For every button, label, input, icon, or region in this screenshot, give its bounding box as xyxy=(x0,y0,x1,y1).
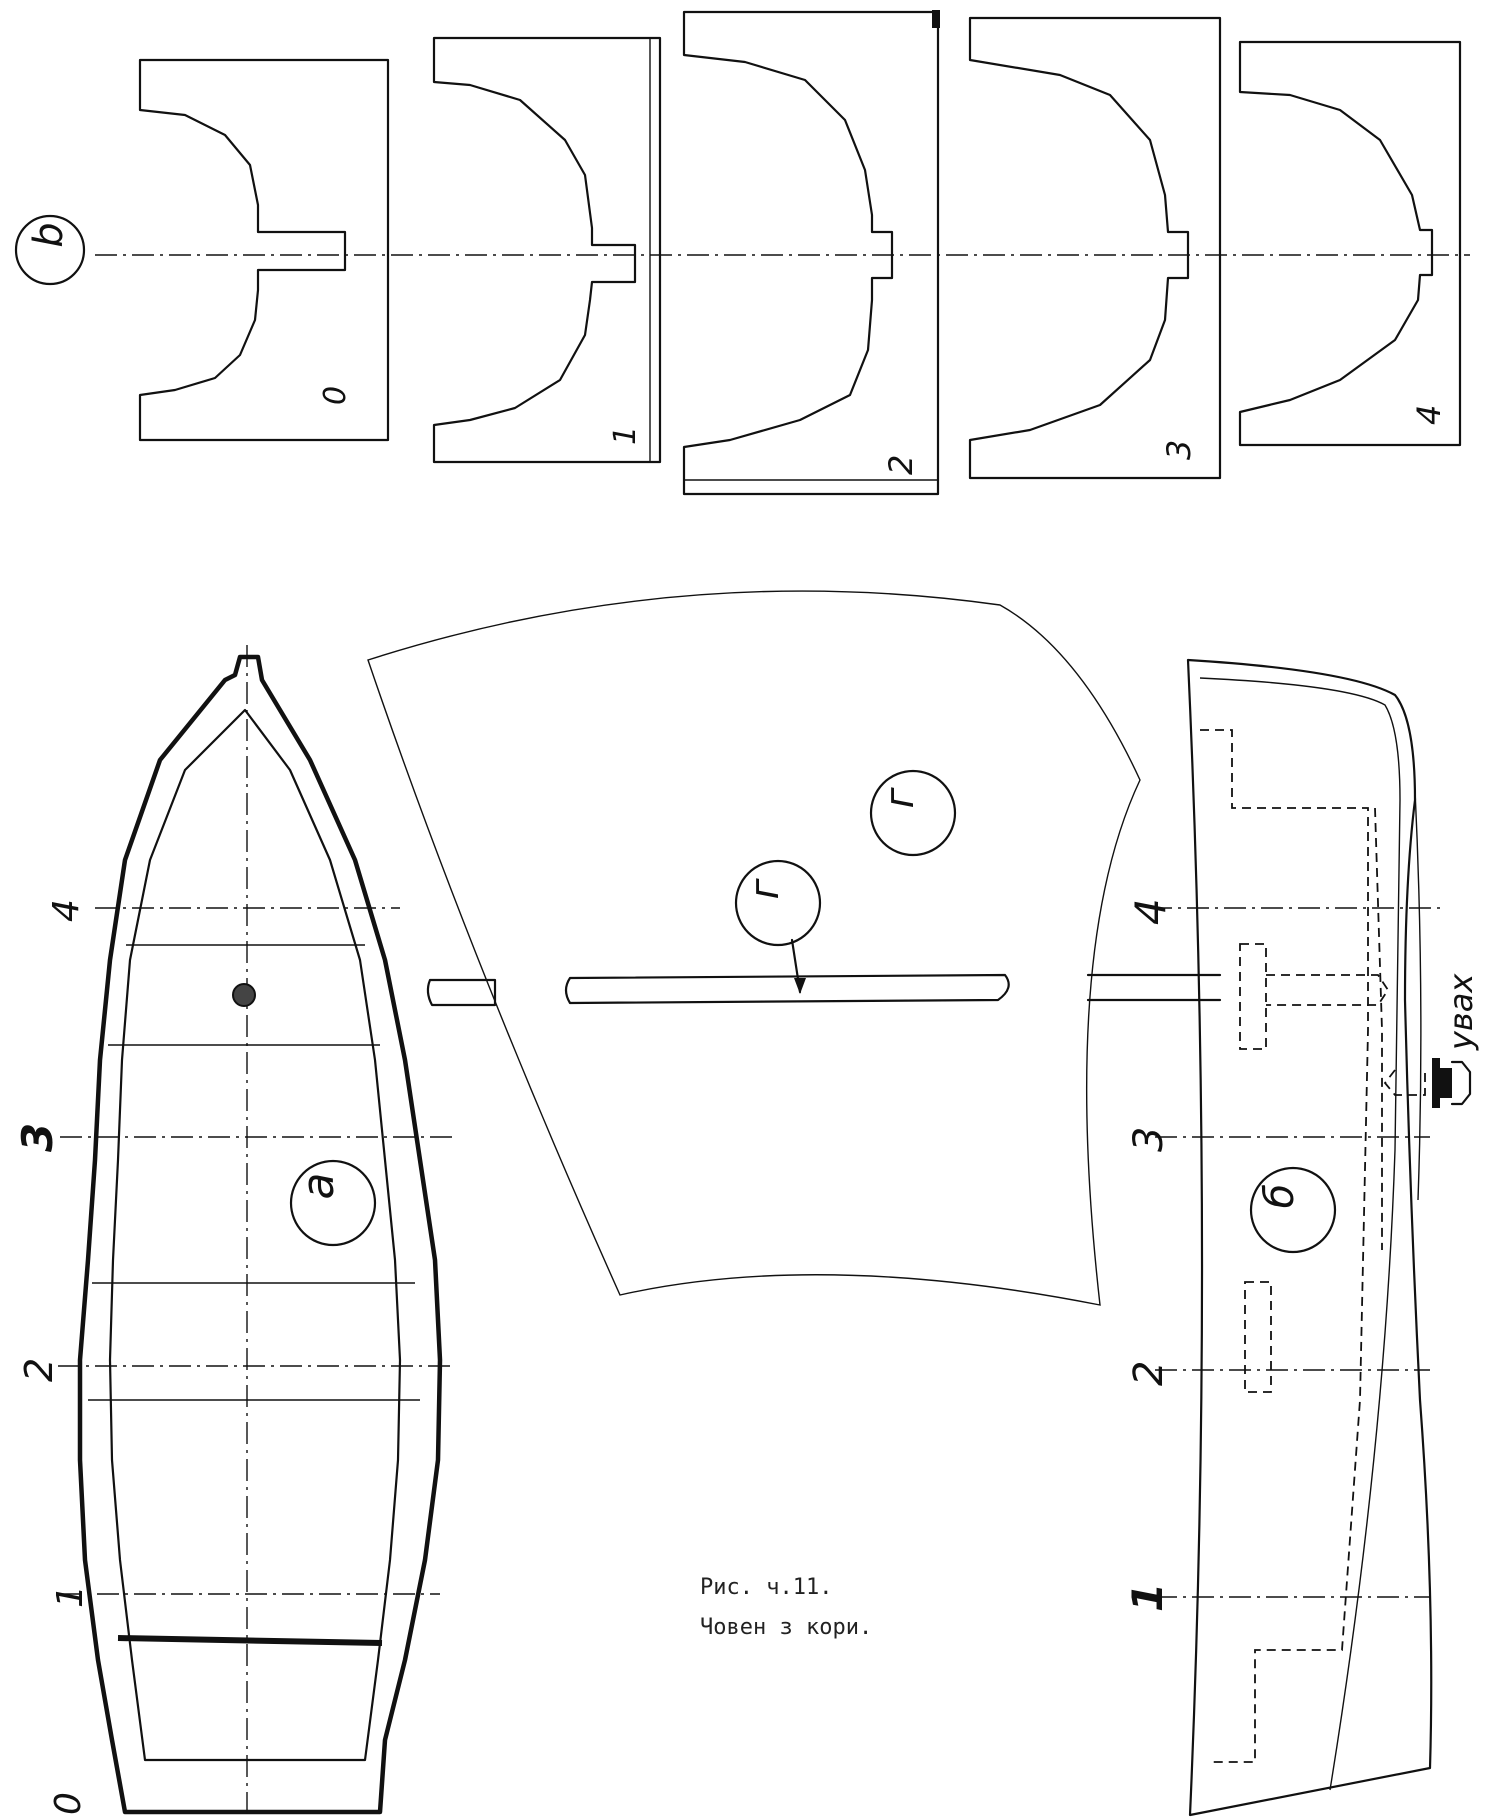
side-station-3: 3 xyxy=(1126,1127,1172,1152)
label-b: b xyxy=(26,222,72,247)
mast-left xyxy=(426,978,497,1007)
side-station-1: 1 xyxy=(1123,1583,1172,1612)
label-a: a xyxy=(293,1173,344,1200)
plan-station-1: 1 xyxy=(50,1585,91,1608)
section-template-1: 1 xyxy=(432,36,662,464)
caption-line-1: Рис. ч.11. xyxy=(700,1575,833,1600)
mast-label: г xyxy=(742,878,788,900)
side-view: 4 3 2 1 б увах xyxy=(1123,658,1480,1817)
label-side-circle xyxy=(1249,1166,1337,1254)
sail-label: г xyxy=(877,787,923,809)
caption-line-2: Човен з кори. xyxy=(700,1615,873,1640)
section-number-3: 3 xyxy=(1160,440,1198,460)
plan-station-2: 2 xyxy=(17,1358,61,1382)
fitting-icon xyxy=(1432,1058,1452,1108)
section-template-3: 3 xyxy=(968,16,1222,480)
label-b-marker: b xyxy=(14,214,86,286)
section-number-2: 2 xyxy=(882,455,920,475)
section-template-0: 0 xyxy=(138,58,390,442)
side-note: увах xyxy=(1442,973,1480,1051)
section-template-4: 4 xyxy=(1238,40,1462,447)
side-station-4: 4 xyxy=(1126,898,1175,925)
plan-station-0: 0 xyxy=(48,1792,89,1815)
section-number-1: 1 xyxy=(608,426,643,445)
plan-station-3: 3 xyxy=(13,1123,62,1152)
label-a-circle xyxy=(289,1159,377,1247)
section-template-2: 2 xyxy=(682,10,940,496)
mast-step-icon xyxy=(232,983,256,1007)
mast-label-circle xyxy=(734,859,822,947)
section-number-0: 0 xyxy=(318,386,353,405)
boom-spar xyxy=(564,973,1010,1005)
label-side: б xyxy=(1257,1184,1303,1209)
plan-station-4: 4 xyxy=(46,899,87,922)
sail-label-circle xyxy=(869,769,957,857)
section-number-4: 4 xyxy=(1410,405,1448,425)
cross-sections: 0 1 2 3 4 b xyxy=(14,10,1470,496)
plan-view: 0 1 2 3 4 a xyxy=(13,645,455,1815)
figure-caption: Рис. ч.11. Човен з кори. xyxy=(700,1568,1000,1648)
mast-socket-dashed xyxy=(1239,943,1267,1050)
sail: г г xyxy=(367,590,1222,1306)
side-station-2: 2 xyxy=(1126,1361,1172,1386)
